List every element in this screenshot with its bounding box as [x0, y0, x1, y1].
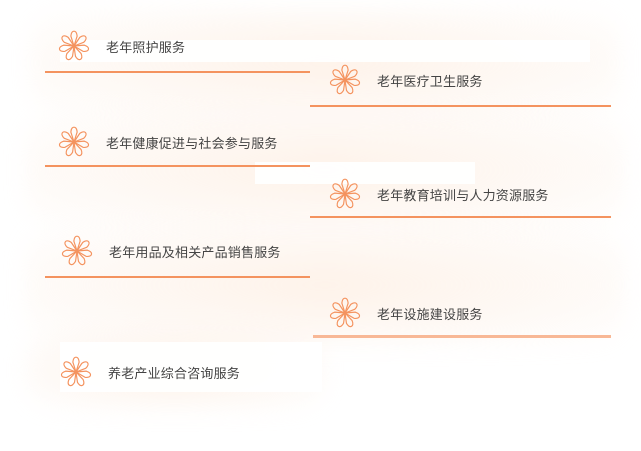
item-label: 老年教育培训与人力资源服务: [377, 188, 549, 204]
item-label: 老年用品及相关产品销售服务: [109, 245, 281, 261]
flower-icon: [329, 64, 361, 96]
flower-icon: [58, 30, 90, 62]
background-glow: [30, 8, 620, 118]
flower-icon: [329, 297, 361, 329]
item-label: 老年医疗卫生服务: [377, 74, 483, 90]
service-item-products-sales: 老年用品及相关产品销售服务: [59, 233, 281, 269]
panel: [60, 342, 322, 392]
divider-line: [45, 165, 310, 167]
service-item-facility-construction: 老年设施建设服务: [327, 295, 483, 331]
service-item-medical-health: 老年医疗卫生服务: [327, 62, 483, 98]
item-label: 养老产业综合咨询服务: [108, 366, 241, 382]
panel: [60, 40, 590, 62]
divider-line: [45, 276, 310, 278]
item-label: 老年照护服务: [106, 40, 186, 56]
divider-line: [45, 71, 310, 73]
service-item-education-hr: 老年教育培训与人力资源服务: [327, 176, 549, 212]
divider-line: [313, 335, 611, 338]
flower-icon: [58, 126, 90, 158]
item-label: 老年设施建设服务: [377, 307, 483, 323]
flower-icon: [329, 178, 361, 210]
service-item-health-promotion: 老年健康促进与社会参与服务: [56, 124, 278, 160]
panel: [255, 162, 475, 184]
divider-line: [310, 216, 611, 218]
divider-line: [310, 105, 611, 107]
flower-icon: [60, 356, 92, 388]
item-label: 老年健康促进与社会参与服务: [106, 136, 278, 152]
flower-icon: [61, 235, 93, 267]
background-glow: [25, 225, 625, 345]
service-item-consulting: 养老产业综合咨询服务: [58, 354, 240, 390]
service-item-elderly-care: 老年照护服务: [56, 28, 185, 64]
